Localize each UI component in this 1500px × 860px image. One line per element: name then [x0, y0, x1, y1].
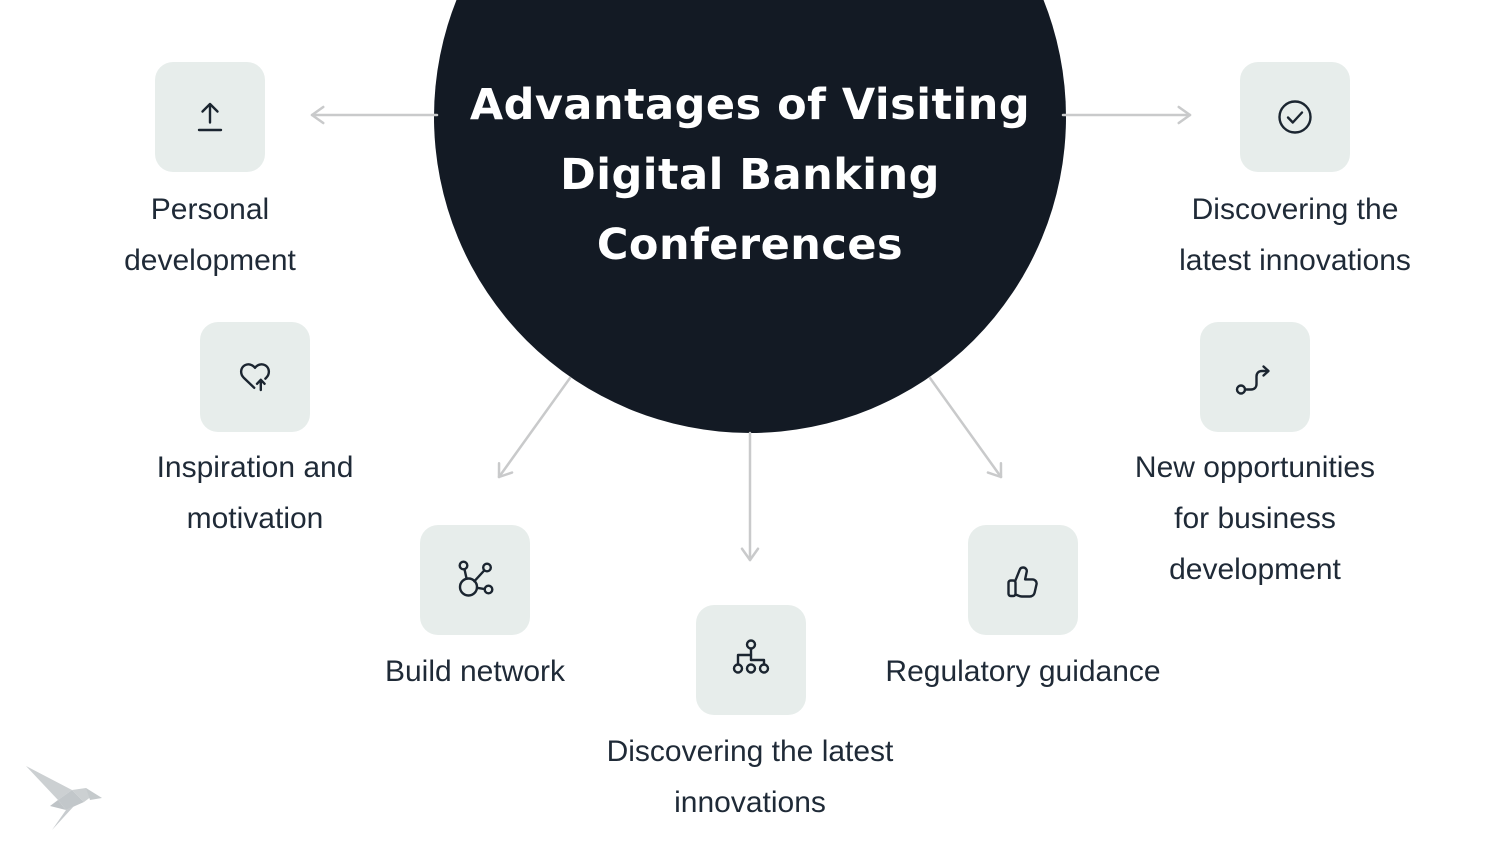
label-discovering-right: Discovering the latest innovations: [1125, 184, 1465, 286]
title-line-2: Digital Banking: [560, 150, 940, 200]
label-line: motivation: [186, 502, 324, 535]
label-line: Discovering the: [1191, 193, 1399, 226]
label-line: latest innovations: [1179, 244, 1411, 277]
label-line: Build network: [384, 655, 566, 688]
arrow-to-regulatory-guidance: [928, 376, 1003, 479]
label-line: Personal: [150, 193, 270, 226]
label-line: development: [1169, 553, 1341, 586]
label-line: Inspiration and: [156, 451, 354, 484]
sitemap-icon: [732, 639, 770, 674]
network-icon: [458, 560, 494, 597]
label-line: New opportunities: [1134, 451, 1376, 484]
icon-box-inspiration: [200, 322, 310, 432]
title-line-3: Conferences: [596, 220, 904, 270]
check-circle-icon: [1278, 100, 1312, 134]
label-inspiration: Inspiration and motivation: [85, 442, 425, 544]
route-icon: [1235, 365, 1270, 395]
label-line: for business: [1174, 502, 1336, 535]
label-line: Discovering the latest: [606, 735, 894, 768]
label-line: Regulatory guidance: [885, 655, 1161, 688]
icon-box-regulatory: [968, 525, 1078, 635]
heart-up-icon: [239, 363, 271, 392]
title-line-1: Advantages of Visiting: [469, 80, 1031, 130]
label-regulatory: Regulatory guidance: [853, 646, 1193, 697]
label-new-opportunities: New opportunities for business developme…: [1085, 442, 1425, 595]
icon-box-personal-development: [155, 62, 265, 172]
origami-bird-logo: [26, 766, 102, 830]
label-build-network: Build network: [315, 646, 635, 697]
arrow-to-build-network: [497, 376, 572, 479]
icon-box-discovering-bottom: [696, 605, 806, 715]
icon-box-build-network: [420, 525, 530, 635]
page-title: Advantages of Visiting Digital Banking C…: [0, 70, 1500, 280]
label-line: development: [124, 244, 296, 277]
upload-icon: [197, 102, 223, 132]
thumbs-up-icon: [1007, 566, 1038, 598]
icon-box-new-opportunities: [1200, 322, 1310, 432]
label-discovering-bottom: Discovering the latest innovations: [570, 726, 930, 828]
label-line: innovations: [674, 786, 826, 819]
icon-box-discovering-right: [1240, 62, 1350, 172]
label-personal-development: Personal development: [50, 184, 370, 286]
